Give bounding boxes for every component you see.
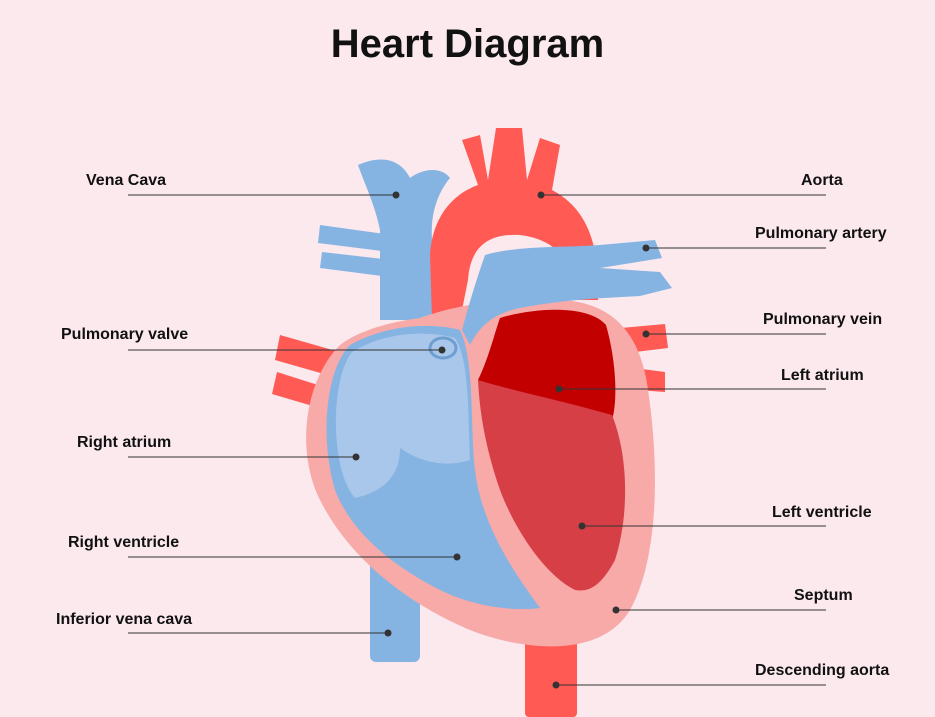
label-right-ventricle: Right ventricle — [68, 534, 180, 551]
label-pulmonary-valve: Pulmonary valve — [61, 326, 189, 343]
aortic-arch — [430, 128, 599, 320]
label-left-ventricle: Left ventricle — [772, 504, 872, 521]
label-left-atrium: Left atrium — [781, 367, 864, 384]
right-atrium-chamber — [335, 333, 470, 498]
label-septum: Septum — [794, 587, 853, 604]
leader-lines — [128, 194, 826, 686]
label-vena-cava: Vena Cava — [86, 172, 167, 189]
label-aorta: Aorta — [801, 172, 843, 189]
label-right-atrium: Right atrium — [77, 434, 172, 451]
superior-vena-cava — [318, 159, 450, 320]
left-ventricle-chamber — [478, 380, 626, 591]
leader-dots — [352, 191, 650, 689]
label-pulmonary-vein: Pulmonary vein — [763, 311, 883, 328]
label-inferior-vena-cava: Inferior vena cava — [56, 611, 193, 628]
left-atrium-chamber — [478, 309, 616, 420]
descending-aorta-vessel — [525, 640, 577, 717]
pulmonary-trunk — [462, 240, 672, 345]
page-title: Heart Diagram — [330, 22, 605, 66]
label-descending-aorta: Descending aorta — [755, 662, 890, 679]
label-pulmonary-artery: Pulmonary artery — [755, 225, 887, 242]
